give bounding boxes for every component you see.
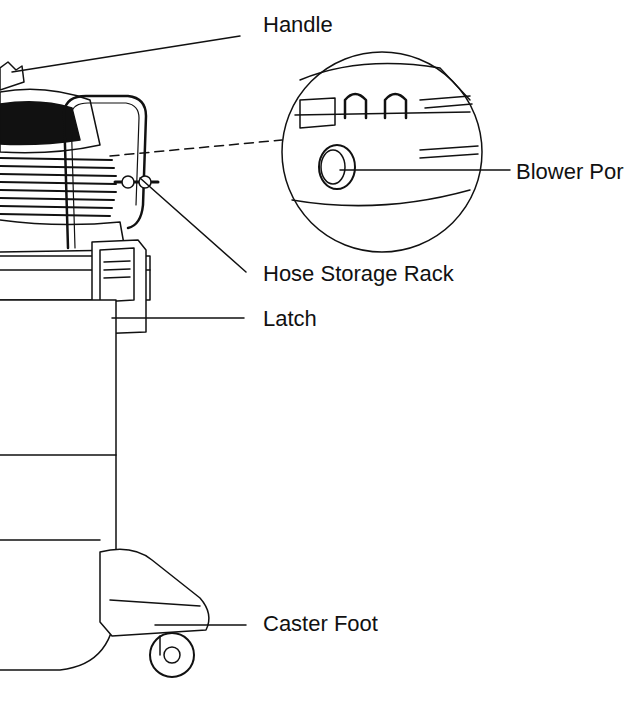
caster-wheel: [150, 633, 194, 677]
blower-port-shape: [319, 145, 355, 189]
detail-line: [300, 64, 470, 100]
grille-line: [0, 174, 116, 176]
part-label: Blower Por: [516, 161, 624, 183]
foot-edge: [110, 600, 200, 606]
detail-panel: [300, 98, 335, 128]
hose-rack-wire: [71, 103, 139, 248]
leader-line: [140, 178, 246, 272]
leader-line: [112, 317, 244, 319]
leader-line: [155, 624, 246, 626]
grille-line: [0, 182, 116, 184]
handle-shape: [0, 62, 24, 90]
tank-seam: [0, 454, 116, 456]
grille-line: [0, 166, 114, 168]
head-dark-panel: [0, 102, 80, 145]
grille-line: [0, 214, 110, 216]
detail-line: [292, 190, 470, 206]
hose-rack-wire: [64, 96, 146, 248]
bolt-nut: [122, 176, 134, 188]
tank-seam: [0, 539, 100, 541]
latch-rib: [104, 261, 130, 262]
cooling-grille: [0, 158, 116, 216]
rack-bolt: [115, 176, 158, 188]
rack-hook: [385, 94, 406, 118]
grille-line: [0, 158, 112, 160]
tank-body: [0, 300, 116, 670]
wheel-hub: [164, 647, 180, 663]
magnifier-circle: [282, 52, 482, 252]
magnifier-dash: [110, 140, 282, 156]
part-label: Hose Storage Rack: [263, 263, 454, 285]
grille-line: [0, 198, 114, 200]
magnified-detail: [292, 64, 478, 206]
part-label: Caster Foot: [263, 613, 378, 635]
caster-foot-shape: [100, 549, 209, 636]
latch-rib: [104, 269, 130, 270]
latch-inner: [100, 248, 134, 302]
leader-line: [12, 36, 240, 72]
blower-port-inner: [321, 150, 345, 184]
detail-grille: [420, 96, 478, 158]
grille-line: [0, 206, 112, 208]
motor-head: [0, 89, 100, 152]
wheel-fork: [159, 636, 161, 655]
leader-line: [340, 169, 510, 171]
part-label: Latch: [263, 308, 317, 330]
grille-line: [0, 190, 116, 192]
part-label: Handle: [263, 14, 333, 36]
detail-line: [295, 112, 470, 115]
latch-rib: [104, 277, 130, 278]
rack-hook: [345, 94, 366, 118]
